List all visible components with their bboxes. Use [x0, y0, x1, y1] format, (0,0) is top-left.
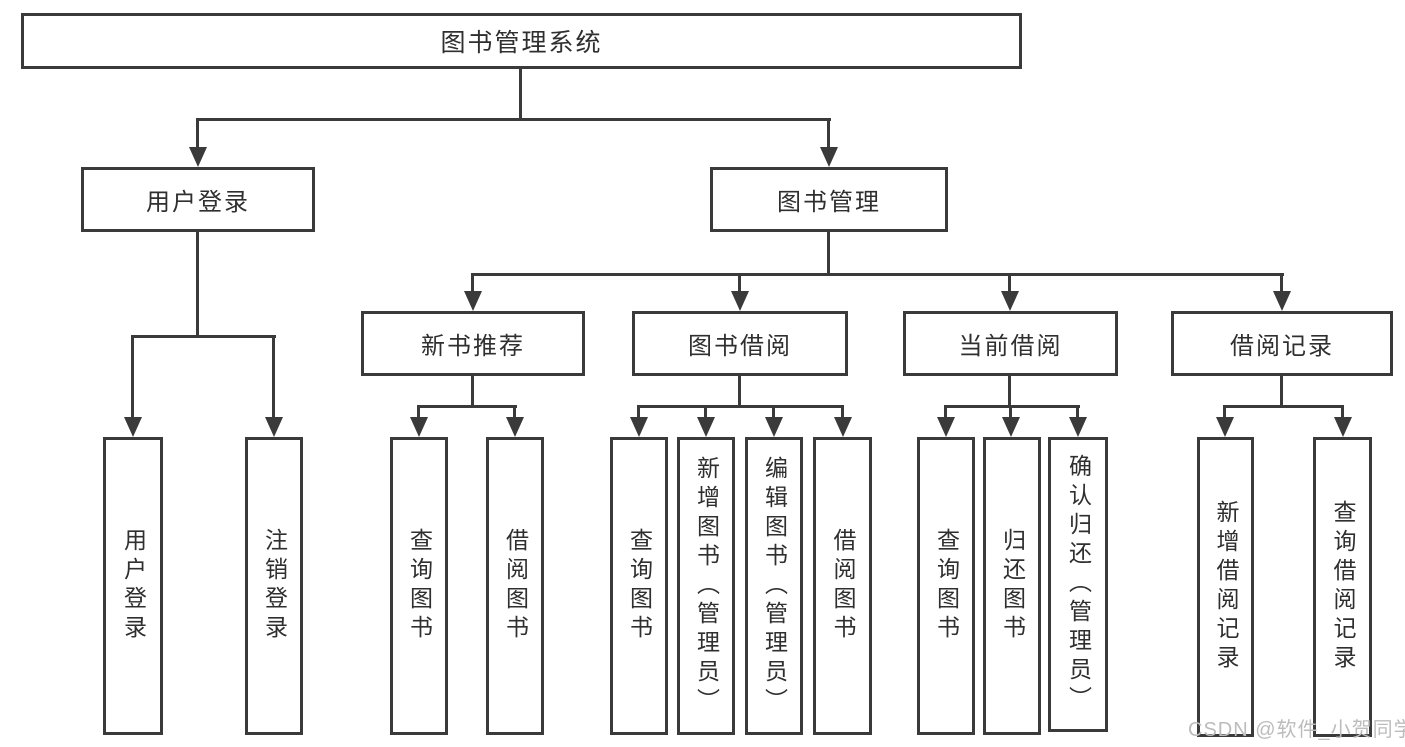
- arrowhead-query-book-b: [410, 417, 428, 437]
- connector-drop-query-book-c: [637, 405, 640, 418]
- arrowhead-edit-book-admin: [765, 417, 783, 437]
- node-user-login-label: 用户登录: [146, 189, 250, 216]
- arrowhead-borrow-record: [1273, 291, 1291, 311]
- leaf-query-book-c-label: 查询图书: [626, 528, 653, 644]
- node-user-login: 用户登录: [81, 167, 315, 232]
- leaf-user-login-label: 用户登录: [120, 528, 147, 644]
- leaf-confirm-return-admin-label: 确认归还（管理员）: [1065, 454, 1092, 715]
- connector-drop-current-borrow: [1008, 273, 1011, 292]
- leaf-add-book-admin: 新增图书（管理员）: [677, 437, 735, 735]
- connector-drop-book-borrow: [738, 273, 741, 292]
- node-borrow-record: 借阅记录: [1171, 311, 1393, 376]
- connector-current-borrow-stem: [1008, 376, 1011, 405]
- leaf-borrow-book-b-label: 借阅图书: [502, 528, 529, 644]
- connector-drop-add-book-admin: [704, 405, 707, 418]
- arrowhead-leaf-user-login: [124, 417, 142, 437]
- connector-book-borrow-bar: [637, 405, 844, 408]
- leaf-logout-label: 注销登录: [261, 528, 288, 644]
- connector-drop-leaf-logout: [272, 335, 275, 418]
- watermark-text: CSDN @软件_小贺同学: [1188, 719, 1405, 741]
- node-root: 图书管理系统: [21, 13, 1022, 69]
- leaf-add-borrow-record-label: 新增借阅记录: [1213, 500, 1239, 674]
- connector-drop-return-book: [1009, 405, 1012, 418]
- connector-root-stem: [519, 69, 522, 118]
- connector-drop-user-login: [196, 118, 199, 148]
- connector-drop-borrow-book-b: [513, 405, 516, 418]
- connector-drop-query-book-b: [417, 405, 420, 418]
- connector-drop-new-book-recommend: [471, 273, 474, 292]
- arrowhead-book-management: [820, 147, 838, 167]
- connector-drop-query-book-d: [944, 405, 947, 418]
- connector-drop-leaf-user-login: [131, 335, 134, 418]
- connector-drop-confirm-return: [1076, 405, 1079, 418]
- arrowhead-return-book: [1002, 417, 1020, 437]
- leaf-edit-book-admin: 编辑图书（管理员）: [745, 437, 803, 735]
- connector-new-book-stem: [471, 376, 474, 405]
- arrowhead-query-book-c: [630, 417, 648, 437]
- connector-borrow-record-bar: [1223, 405, 1344, 408]
- connector-drop-query-record: [1341, 405, 1344, 418]
- leaf-query-borrow-record-label: 查询借阅记录: [1330, 500, 1356, 674]
- leaf-edit-book-admin-label: 编辑图书（管理员）: [761, 455, 788, 717]
- arrowhead-new-book-recommend: [464, 291, 482, 311]
- arrowhead-current-borrow: [1001, 291, 1019, 311]
- node-book-borrow: 图书借阅: [632, 311, 848, 376]
- arrowhead-query-book-d: [937, 417, 955, 437]
- arrowhead-book-borrow: [731, 291, 749, 311]
- arrowhead-borrow-book-b: [506, 417, 524, 437]
- connector-root-bar: [196, 118, 831, 121]
- leaf-confirm-return-admin: 确认归还（管理员）: [1048, 437, 1108, 732]
- arrowhead-borrow-book-c: [834, 417, 852, 437]
- leaf-borrow-book-c: 借阅图书: [813, 437, 872, 735]
- leaf-user-login: 用户登录: [103, 437, 163, 735]
- leaf-borrow-book-c-label: 借阅图书: [830, 528, 856, 644]
- arrowhead-add-book-admin: [697, 417, 715, 437]
- connector-new-book-bar: [417, 405, 517, 408]
- leaf-query-book-c: 查询图书: [610, 437, 668, 735]
- arrowhead-confirm-return: [1069, 417, 1087, 437]
- node-current-borrow-label: 当前借阅: [958, 333, 1063, 360]
- node-book-management: 图书管理: [710, 167, 948, 232]
- arrowhead-add-record: [1216, 417, 1234, 437]
- arrowhead-query-record: [1334, 417, 1352, 437]
- leaf-add-book-admin-label: 新增图书（管理员）: [693, 455, 720, 717]
- leaf-query-book-d-label: 查询图书: [933, 528, 960, 644]
- leaf-return-book-label: 归还图书: [999, 528, 1026, 644]
- connector-user-login-stem: [196, 232, 199, 335]
- connector-level3-bar: [471, 273, 1284, 276]
- connector-drop-edit-book-admin: [772, 405, 775, 418]
- connector-drop-borrow-record: [1280, 273, 1283, 292]
- node-new-book-recommend: 新书推荐: [361, 311, 585, 376]
- node-new-book-recommend-label: 新书推荐: [421, 333, 525, 360]
- connector-drop-borrow-book-c: [841, 405, 844, 418]
- node-book-management-label: 图书管理: [777, 189, 881, 216]
- leaf-borrow-book-b: 借阅图书: [486, 437, 544, 735]
- leaf-logout: 注销登录: [245, 437, 303, 735]
- connector-drop-add-record: [1223, 405, 1226, 418]
- connector-current-borrow-bar: [944, 405, 1080, 408]
- connector-book-management-stem: [827, 232, 830, 273]
- leaf-query-book-b: 查询图书: [390, 437, 448, 735]
- node-current-borrow: 当前借阅: [903, 311, 1118, 376]
- leaf-add-borrow-record: 新增借阅记录: [1197, 437, 1254, 737]
- node-borrow-record-label: 借阅记录: [1230, 333, 1334, 360]
- connector-borrow-record-stem: [1280, 376, 1283, 405]
- leaf-query-book-d: 查询图书: [917, 437, 975, 735]
- leaf-query-book-b-label: 查询图书: [406, 528, 433, 644]
- connector-drop-book-management: [827, 118, 830, 148]
- leaf-return-book: 归还图书: [983, 437, 1041, 735]
- connector-book-borrow-stem: [738, 376, 741, 405]
- arrowhead-leaf-logout: [265, 417, 283, 437]
- connector-user-login-bar: [131, 335, 276, 338]
- leaf-query-borrow-record: 查询借阅记录: [1313, 437, 1372, 737]
- node-root-label: 图书管理系统: [440, 29, 603, 57]
- node-book-borrow-label: 图书借阅: [688, 333, 792, 360]
- arrowhead-user-login: [189, 147, 207, 167]
